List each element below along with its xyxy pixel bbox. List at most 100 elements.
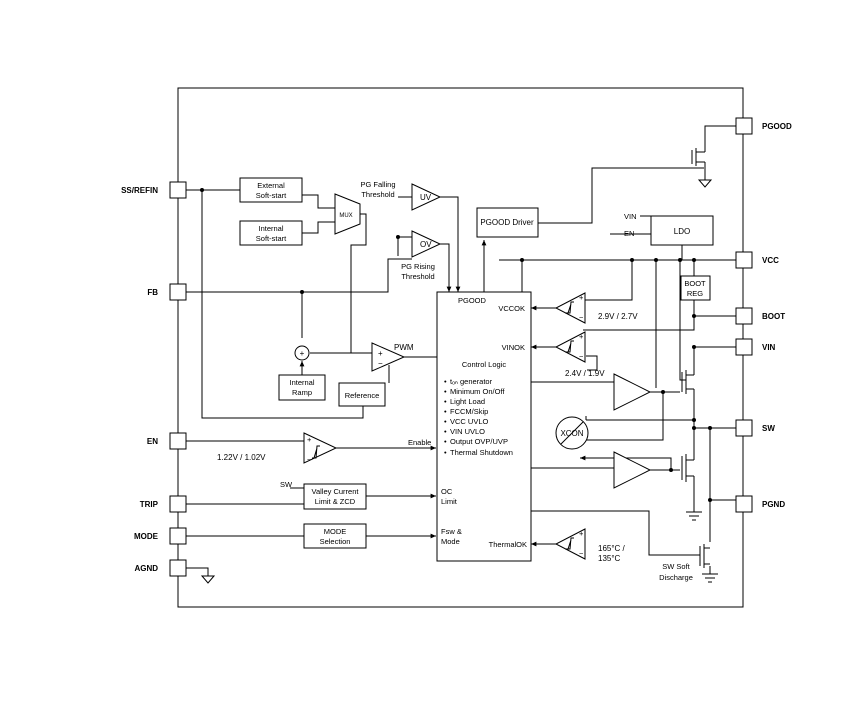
summing-junction: + <box>294 345 310 361</box>
internal-ramp-block: Internal Ramp <box>278 374 326 401</box>
svg-text:Control Logic: Control Logic <box>462 360 506 369</box>
en-comparator: + − 1.22V / 1.02V <box>217 432 338 464</box>
svg-text:165°C /: 165°C / <box>598 544 626 553</box>
pgood-driver-block: PGOOD Driver <box>476 207 539 238</box>
svg-text:Soft-start: Soft-start <box>256 191 287 200</box>
svg-text:PGOOD: PGOOD <box>762 122 792 131</box>
svg-text:XCON: XCON <box>560 429 583 438</box>
svg-text:Thermal Shutdown: Thermal Shutdown <box>450 448 513 457</box>
svg-text:VCC UVLO: VCC UVLO <box>450 417 489 426</box>
svg-text:VCC: VCC <box>762 256 779 265</box>
pwm-comparator: + − PWM <box>371 342 414 372</box>
svg-text:Limit: Limit <box>441 497 458 506</box>
svg-text:External: External <box>257 181 285 190</box>
junction-dots <box>200 188 712 502</box>
pin-vcc: VCC <box>735 251 779 269</box>
svg-text:Internal: Internal <box>289 378 314 387</box>
svg-text:MUX: MUX <box>339 213 352 219</box>
sw-soft-discharge-label: SW Soft Discharge <box>659 562 693 582</box>
svg-text:PG Falling: PG Falling <box>360 180 395 189</box>
svg-text:MODE: MODE <box>134 532 159 541</box>
svg-text:•: • <box>444 387 447 396</box>
svg-text:+: + <box>300 349 305 358</box>
svg-text:MODE: MODE <box>324 527 347 536</box>
low-side-mosfet <box>681 454 695 482</box>
ov-comparator: OV <box>411 230 442 258</box>
pin-pgood: PGOOD <box>735 117 792 135</box>
svg-text:TRIP: TRIP <box>140 500 159 509</box>
svg-text:Soft-start: Soft-start <box>256 234 287 243</box>
svg-text:−: − <box>307 455 312 464</box>
pin-en: EN <box>147 432 187 450</box>
svg-text:Fsw &: Fsw & <box>441 527 462 536</box>
svg-text:Limit & ZCD: Limit & ZCD <box>315 497 356 506</box>
svg-text:BOOT: BOOT <box>762 312 785 321</box>
svg-text:VCCOK: VCCOK <box>498 304 525 313</box>
svg-text:Threshold: Threshold <box>361 190 394 199</box>
high-side-driver <box>613 373 652 411</box>
svg-text:•: • <box>444 427 447 436</box>
svg-text:Mode: Mode <box>441 537 460 546</box>
xcon-block: XCON <box>555 416 589 450</box>
thermal-comparator: + − 165°C / 135°C <box>554 528 626 563</box>
pin-fb: FB <box>147 283 187 301</box>
svg-text:•: • <box>444 417 447 426</box>
svg-text:Output OVP/UVP: Output OVP/UVP <box>450 437 508 446</box>
svg-text:−: − <box>579 549 584 558</box>
svg-text:Selection: Selection <box>320 537 351 546</box>
svg-text:BOOT: BOOT <box>684 279 706 288</box>
svg-text:OC: OC <box>441 487 453 496</box>
pin-mode: MODE <box>134 527 187 545</box>
svg-text:PWM: PWM <box>394 343 414 352</box>
svg-text:+: + <box>307 435 312 444</box>
svg-text:VIN: VIN <box>762 343 776 352</box>
svg-text:VIN: VIN <box>624 212 637 221</box>
pin-trip: TRIP <box>140 495 187 513</box>
discharge-mosfet <box>699 544 718 583</box>
pin-agnd: AGND <box>134 559 187 577</box>
svg-text:LDO: LDO <box>674 227 690 236</box>
svg-text:PGOOD: PGOOD <box>458 296 487 305</box>
pgood-mosfet <box>691 148 713 188</box>
svg-text:OV: OV <box>420 240 432 249</box>
svg-text:Minimum On/Off: Minimum On/Off <box>450 387 505 396</box>
pin-boot: BOOT <box>735 307 785 325</box>
svg-text:SW: SW <box>762 424 775 433</box>
svg-text:•: • <box>444 377 447 386</box>
svg-text:tₒₙ generator: tₒₙ generator <box>450 377 493 386</box>
svg-text:−: − <box>378 359 383 368</box>
svg-text:FCCM/Skip: FCCM/Skip <box>450 407 488 416</box>
pin-vin: VIN <box>735 338 776 356</box>
svg-text:−: − <box>579 352 584 361</box>
low-side-driver <box>613 451 652 489</box>
svg-text:Enable: Enable <box>408 438 431 447</box>
svg-text:Internal: Internal <box>258 224 283 233</box>
reference-block: Reference <box>338 382 386 407</box>
svg-text:EN: EN <box>624 229 634 238</box>
internal-soft-start-block: Internal Soft-start <box>239 220 303 246</box>
svg-text:+: + <box>378 349 383 358</box>
pg-falling-label: PG Falling Threshold <box>360 180 395 199</box>
svg-text:+: + <box>579 529 584 538</box>
svg-text:PGND: PGND <box>762 500 785 509</box>
svg-text:•: • <box>444 397 447 406</box>
svg-text:VIN UVLO: VIN UVLO <box>450 427 485 436</box>
feature-list: •tₒₙ generator •Minimum On/Off •Light Lo… <box>444 377 513 457</box>
ldo-block: LDO VIN EN <box>624 212 714 246</box>
svg-text:EN: EN <box>147 437 158 446</box>
svg-text:PGOOD Driver: PGOOD Driver <box>480 218 534 227</box>
svg-text:Discharge: Discharge <box>659 573 693 582</box>
svg-text:2.4V / 1.9V: 2.4V / 1.9V <box>565 369 605 378</box>
svg-text:2.9V / 2.7V: 2.9V / 2.7V <box>598 312 638 321</box>
svg-text:+: + <box>579 293 584 302</box>
svg-text:1.22V / 1.02V: 1.22V / 1.02V <box>217 453 266 462</box>
svg-text:Light Load: Light Load <box>450 397 485 406</box>
svg-text:UV: UV <box>420 193 432 202</box>
svg-text:AGND: AGND <box>134 564 158 573</box>
pgnd-ground-symbol <box>686 511 702 521</box>
svg-text:135°C: 135°C <box>598 554 621 563</box>
svg-text:Threshold: Threshold <box>401 272 434 281</box>
svg-text:+: + <box>579 332 584 341</box>
pin-pgnd: PGND <box>735 495 785 513</box>
high-side-mosfet <box>681 370 695 394</box>
